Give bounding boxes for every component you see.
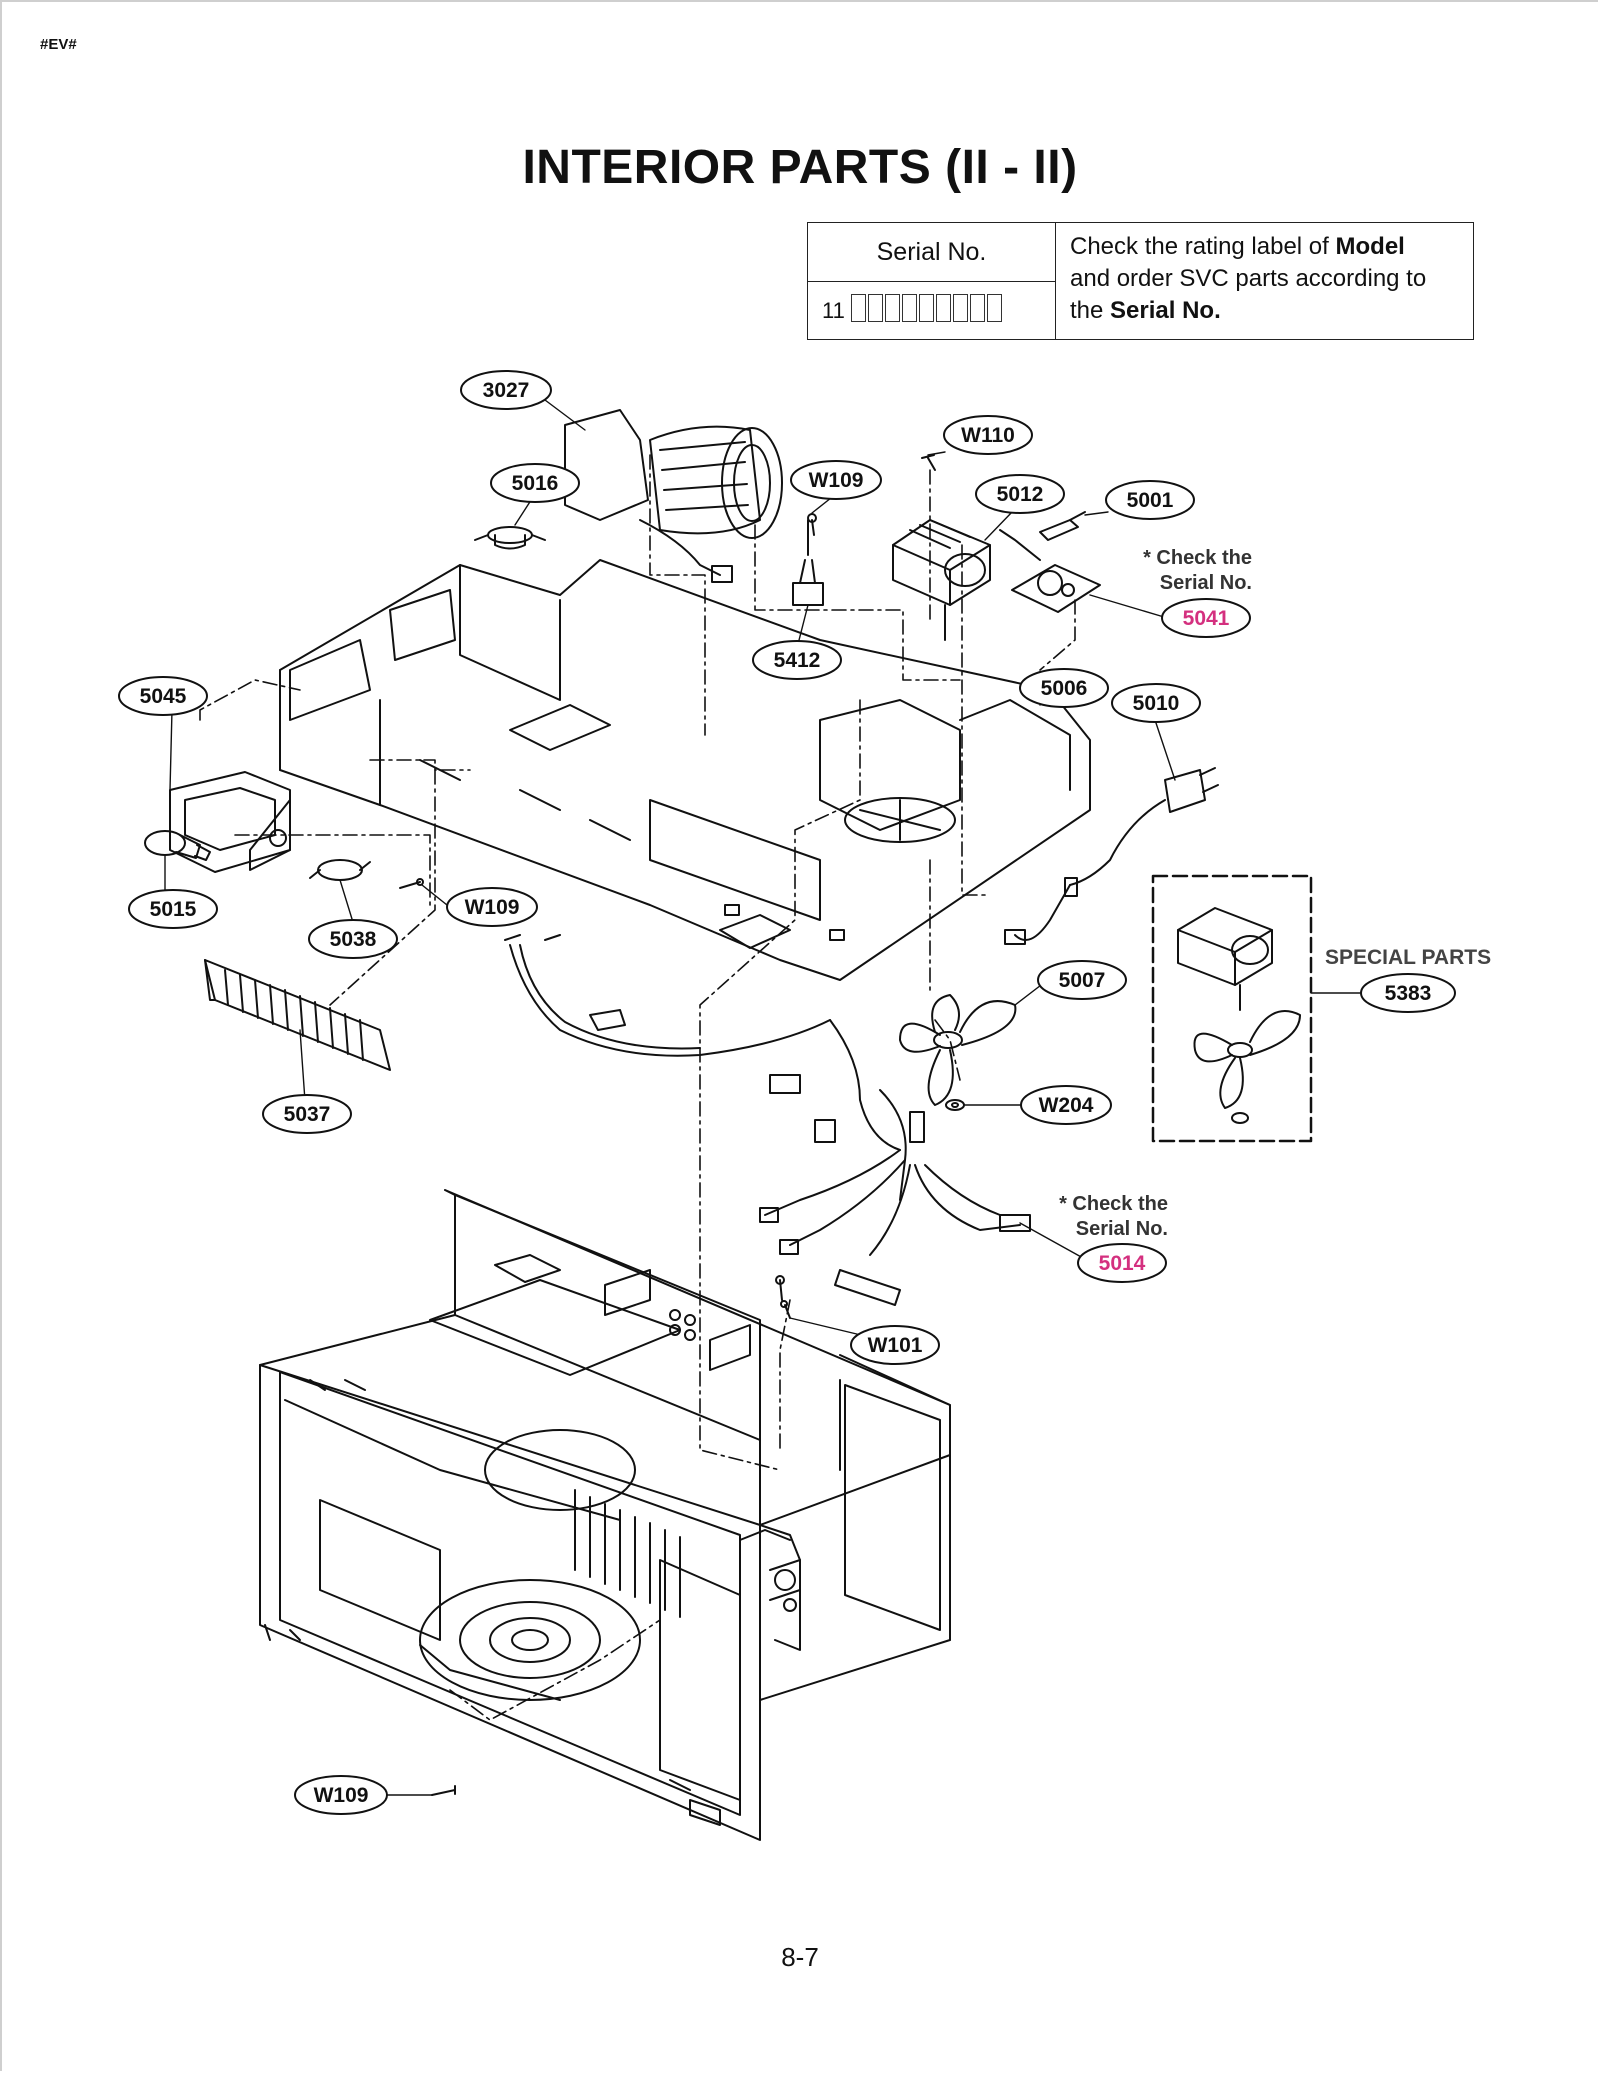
svg-text:5015: 5015 (150, 898, 197, 921)
screw-w109-top (807, 513, 817, 536)
note-model: Model (1335, 233, 1405, 260)
base-plate-5006 (279, 559, 1091, 981)
svg-text:3027: 3027 (483, 379, 530, 402)
svg-text:5012: 5012 (997, 483, 1044, 506)
screw-w109-bottom (431, 1785, 456, 1796)
serial-column: Serial No. 11 (808, 223, 1056, 339)
callout-w109-bottom: W109 (294, 1775, 388, 1815)
callout-w109-top: W109 (790, 460, 882, 500)
screw-w109-lamp (399, 878, 424, 889)
screw-w110 (921, 454, 936, 471)
svg-text:W110: W110 (961, 424, 1015, 447)
note-line: Serial No. (1159, 572, 1252, 594)
svg-text:5038: 5038 (330, 928, 377, 951)
oven-cavity (259, 1189, 951, 1841)
document-code: #EV# (40, 36, 77, 53)
callout-w101: W101 (850, 1325, 940, 1365)
lamp-5015 (144, 830, 211, 861)
washer-w204 (945, 1099, 965, 1111)
svg-text:5007: 5007 (1059, 969, 1106, 992)
fuse-5001 (1039, 511, 1086, 541)
svg-text:5006: 5006 (1041, 677, 1088, 700)
wire-harness (504, 934, 1031, 1306)
callout-5001: 5001 (1105, 480, 1195, 520)
fan-blade-5007 (899, 994, 1017, 1106)
serial-digit-boxes (850, 293, 1004, 328)
serial-prefix: 11 (822, 297, 845, 323)
callout-5037: 5037 (262, 1094, 352, 1134)
callout-5383: 5383 (1360, 973, 1456, 1013)
socket-5038 (309, 859, 371, 881)
serial-instructions: Check the rating label of Model and orde… (1056, 223, 1473, 339)
svg-text:5037: 5037 (284, 1103, 331, 1126)
callout-w204: W204 (1020, 1085, 1112, 1125)
callout-5010: 5010 (1111, 683, 1201, 723)
svg-text:5412: 5412 (774, 649, 821, 672)
serial-header: Serial No. (808, 223, 1055, 282)
note-line: * Check the (1059, 1193, 1168, 1215)
svg-text:W109: W109 (314, 1784, 369, 1807)
svg-text:5010: 5010 (1133, 692, 1180, 715)
note-the: the (1070, 297, 1111, 324)
callouts: 3027 5016 W109 W110 5012 5001 5041 5412 … (118, 370, 1456, 1815)
svg-text:W109: W109 (465, 896, 520, 919)
note-serial: Serial No. (1110, 297, 1221, 324)
callout-5015: 5015 (128, 889, 218, 929)
check-serial-note-5014: * Check the Serial No. (996, 1192, 1168, 1242)
check-serial-note-5041: * Check the Serial No. (1080, 546, 1252, 596)
svg-text:5045: 5045 (140, 685, 187, 708)
page-title: INTERIOR PARTS (II - II) (522, 141, 1078, 194)
note-mid: and order SVC parts according to (1070, 265, 1427, 292)
callout-5038: 5038 (308, 919, 398, 959)
power-cord-5010 (1004, 767, 1219, 945)
assembly-guide-lines (199, 454, 1076, 1721)
callout-5041: 5041 (1161, 598, 1251, 638)
special-parts-box-5383 (1151, 874, 1313, 1143)
lamp-holder-5045 (169, 771, 291, 873)
callout-5012: 5012 (975, 474, 1065, 514)
serial-number-table: Serial No. 11 Check the rating label of … (807, 222, 1474, 340)
callout-w110: W110 (943, 415, 1033, 455)
callout-5045: 5045 (118, 676, 208, 716)
callout-5412: 5412 (752, 640, 842, 680)
noise-filter-5041 (999, 529, 1101, 613)
svg-text:5041: 5041 (1183, 607, 1230, 630)
callout-5014: 5014 (1077, 1243, 1167, 1283)
page-number: 8-7 (781, 1942, 819, 1972)
svg-text:W101: W101 (868, 1334, 923, 1357)
grille-5037 (204, 959, 391, 1071)
screws-w101 (775, 1275, 791, 1319)
note-prefix: Check the rating label of (1070, 233, 1336, 260)
callout-w109-lamp: W109 (446, 887, 538, 927)
svg-text:5014: 5014 (1099, 1252, 1146, 1275)
note-line: Serial No. (1075, 1218, 1168, 1240)
thermostat-5016 (474, 526, 546, 550)
blower-motor-3027 (564, 409, 783, 583)
note-line: * Check the (1143, 547, 1252, 569)
serial-code: 11 (808, 282, 1055, 339)
stirrer-motor-5012 (892, 519, 991, 641)
special-parts-label: SPECIAL PARTS (1325, 946, 1492, 969)
callout-3027: 3027 (460, 370, 552, 410)
svg-text:W204: W204 (1039, 1094, 1094, 1117)
callout-5007: 5007 (1037, 960, 1127, 1000)
svg-text:W109: W109 (809, 469, 864, 492)
svg-text:5001: 5001 (1127, 489, 1174, 512)
svg-text:5383: 5383 (1385, 982, 1432, 1005)
connector-5412 (792, 519, 824, 606)
callout-5016: 5016 (490, 463, 580, 503)
svg-text:5016: 5016 (512, 472, 559, 495)
callout-5006: 5006 (1019, 668, 1109, 708)
